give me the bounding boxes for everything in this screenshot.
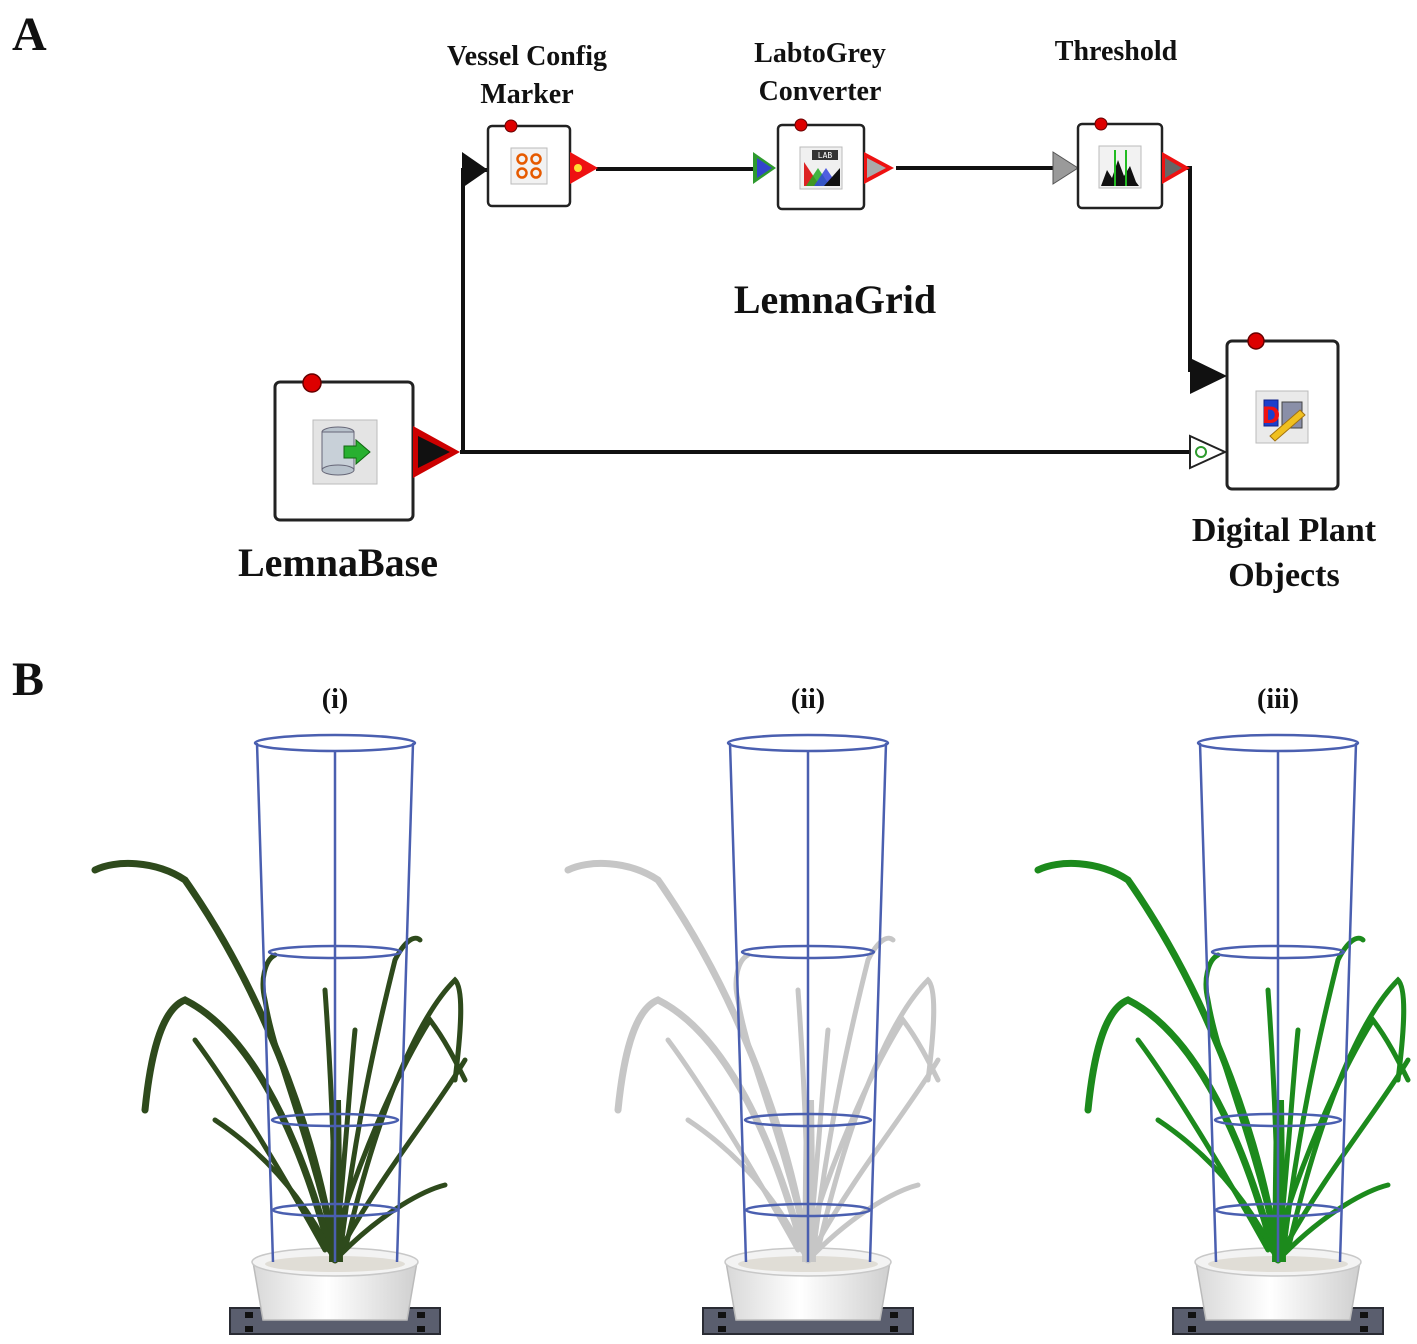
plate-bolt bbox=[1360, 1326, 1368, 1332]
lab-converter-icon: LAB bbox=[799, 146, 843, 190]
plate-bolt bbox=[1188, 1326, 1196, 1332]
plate-bolt bbox=[718, 1312, 726, 1318]
plate-bolt bbox=[417, 1326, 425, 1332]
plant-leaf bbox=[337, 1182, 448, 1258]
plant-leaf bbox=[192, 1037, 328, 1253]
plant-leaf bbox=[810, 935, 896, 1258]
node-threshold[interactable]: Threshold bbox=[1052, 36, 1190, 210]
plant-images: (i) (ii) (iii) bbox=[91, 684, 1411, 1335]
plant bbox=[91, 859, 468, 1264]
plate-bolt bbox=[1188, 1312, 1196, 1318]
connector-threshold-to-dpo bbox=[1180, 166, 1192, 372]
node-vessel-label-2: Marker bbox=[480, 79, 573, 110]
plant-leaf bbox=[815, 976, 937, 1253]
plant bbox=[564, 859, 941, 1264]
support-cage bbox=[253, 733, 417, 1263]
plate-bolt bbox=[245, 1326, 253, 1332]
node-threshold-label: Threshold bbox=[1055, 36, 1178, 67]
plate-bolt bbox=[417, 1312, 425, 1318]
plant-leaf bbox=[1280, 1182, 1391, 1258]
vessel-marker-icon bbox=[510, 147, 548, 185]
plate-bolt bbox=[890, 1312, 898, 1318]
plant-image-1: (i) bbox=[91, 684, 468, 1335]
node-lemnabase[interactable]: LemnaBase bbox=[238, 373, 460, 585]
status-dot bbox=[1094, 117, 1108, 131]
plate-bolt bbox=[1360, 1312, 1368, 1318]
node-vessel-config-marker[interactable]: Vessel Config Marker bbox=[447, 41, 607, 208]
status-dot bbox=[1247, 332, 1265, 350]
node-dpo-label-2: Objects bbox=[1228, 557, 1339, 594]
node-lemnabase-label: LemnaBase bbox=[238, 540, 438, 585]
panel-b-letter: B bbox=[12, 653, 44, 706]
support-cage bbox=[1196, 733, 1360, 1263]
plant-leaf bbox=[805, 1015, 941, 1243]
plant-image-3: (iii) bbox=[1034, 684, 1411, 1335]
pipeline-label: LemnaGrid bbox=[734, 277, 936, 322]
plant-leaf bbox=[342, 976, 464, 1253]
plant-leaf bbox=[813, 1057, 941, 1248]
plant bbox=[1034, 859, 1411, 1264]
node-labtogrey-converter[interactable]: LAB LabtoGrey Converter bbox=[753, 38, 894, 211]
plant-leaf bbox=[340, 1057, 468, 1248]
plant-object-icon: D bbox=[1255, 390, 1309, 444]
node-labtogrey-label-2: Converter bbox=[759, 76, 882, 107]
input-port bbox=[1052, 151, 1079, 185]
input-port bbox=[1189, 434, 1228, 470]
support-cage bbox=[726, 733, 890, 1263]
soil bbox=[738, 1256, 878, 1272]
status-dot bbox=[302, 373, 322, 393]
plant-image-label: (ii) bbox=[791, 684, 825, 715]
plant-leaf bbox=[332, 1015, 468, 1243]
plant-leaf bbox=[337, 935, 423, 1258]
plant-leaf bbox=[141, 996, 334, 1254]
svg-text:D: D bbox=[1262, 404, 1280, 429]
node-vessel-label-1: Vessel Config bbox=[447, 41, 607, 72]
plate-bolt bbox=[718, 1326, 726, 1332]
panel-b: B (i) (ii) (iii) bbox=[12, 653, 1411, 1335]
node-dpo-label-1: Digital Plant bbox=[1192, 512, 1377, 549]
plant-leaf bbox=[1283, 1057, 1411, 1248]
plant-leaf bbox=[1285, 976, 1407, 1253]
svg-text:LAB: LAB bbox=[818, 151, 833, 160]
plant-leaf bbox=[665, 1037, 801, 1253]
status-dot bbox=[794, 118, 808, 132]
plant-leaf bbox=[1275, 1015, 1411, 1243]
input-port bbox=[1190, 358, 1227, 394]
plant-leaf bbox=[1084, 996, 1277, 1254]
soil bbox=[1208, 1256, 1348, 1272]
soil bbox=[265, 1256, 405, 1272]
plant-leaf bbox=[810, 1182, 921, 1258]
connector-base-to-vessel bbox=[461, 168, 488, 452]
input-port bbox=[462, 152, 488, 188]
plant-leaf bbox=[1280, 935, 1366, 1258]
plant-image-label: (i) bbox=[322, 684, 348, 715]
plate-bolt bbox=[245, 1312, 253, 1318]
plate-bolt bbox=[890, 1326, 898, 1332]
plant-leaf bbox=[614, 996, 807, 1254]
node-digital-plant-objects[interactable]: D Digital Plant Objects bbox=[1189, 332, 1377, 594]
plant-image-label: (iii) bbox=[1257, 684, 1299, 715]
output-port bbox=[570, 152, 598, 184]
database-import-icon bbox=[312, 419, 378, 485]
plant-image-2: (ii) bbox=[564, 684, 941, 1335]
histogram-icon bbox=[1098, 145, 1142, 189]
panel-a-letter: A bbox=[12, 8, 47, 61]
status-dot bbox=[504, 119, 518, 133]
panel-a: A LemnaBase bbox=[12, 8, 1377, 594]
node-labtogrey-label-1: LabtoGrey bbox=[754, 38, 886, 69]
plant-leaf bbox=[1135, 1037, 1271, 1253]
